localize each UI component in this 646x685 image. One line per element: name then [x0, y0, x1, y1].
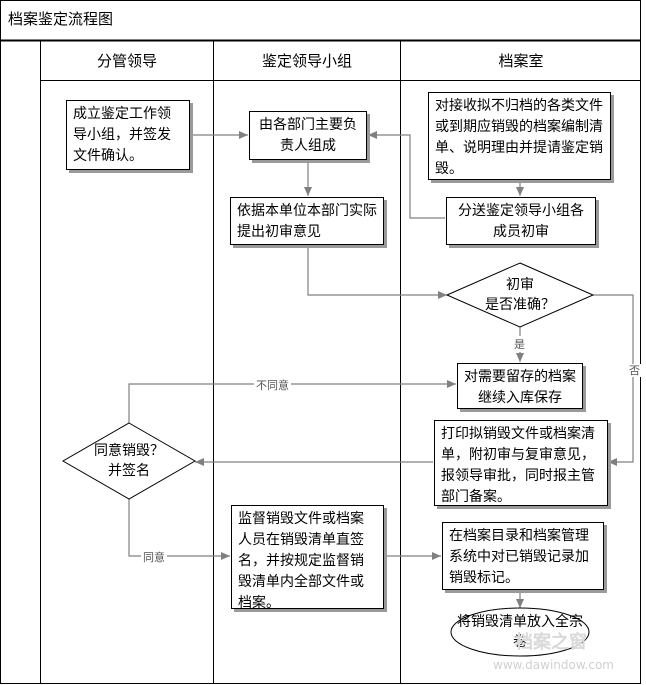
watermark-brand: 档案之窗	[515, 632, 587, 653]
decision-approve-destroy-shape	[61, 422, 197, 500]
edge-n5-n2	[368, 131, 445, 219]
edge-d2-n6-disagree	[128, 380, 456, 423]
step-compile-list: 对接收拟不归档的各类文件或到期应销毁的档案编制清单、说明理由并提请鉴定销毁。	[428, 92, 611, 180]
lane-header-appraisal-group: 鉴定领导小组	[261, 52, 352, 70]
terminal-shape	[450, 607, 590, 657]
decision-approve-destroy-line1: 同意销毁？	[94, 443, 164, 459]
step-dept-heads: 由各部门主要负责人组成	[249, 111, 367, 160]
decision-initial-review-line2: 是否准确？	[485, 297, 555, 313]
decision-initial-review-line1: 初审	[506, 277, 534, 293]
step-print-list: 打印拟销毁文件或档案清单，附初审与复审意见，报领导审批，同时报主管部门备案。	[434, 420, 608, 506]
terminal-put-in-file: 将销毁清单放入全宗卷	[457, 614, 583, 650]
step-form-group: 成立鉴定工作领导小组，并签发文件确认。	[66, 100, 190, 170]
edge-d2-n8-agree	[128, 498, 230, 560]
step-distribute-review: 分送鉴定领导小组各成员初审	[446, 197, 596, 245]
decision-approve-destroy-line2: 并签名	[108, 463, 150, 479]
step-supervise-destroy: 监督销毁文件或档案人员在销毁清单直签名，并按规定监督销毁清单内全部文件或档案。	[231, 505, 384, 611]
decision-approve-destroy: 同意销毁？ 并签名	[79, 441, 179, 481]
label-no: 否	[627, 364, 643, 377]
decision-initial-review-shape	[445, 262, 595, 328]
step-keep-archive: 对需要留存的档案继续入库保存	[457, 363, 583, 409]
label-yes: 是	[512, 336, 527, 352]
step-initial-opinion: 依据本单位本部门实际提出初审意见	[230, 197, 384, 245]
lane-header-archives-room: 档案室	[498, 52, 544, 70]
step-mark-destroyed: 在档案目录和档案管理系统中对已销毁记录加销毁标记。	[442, 522, 604, 590]
connectors	[128, 131, 634, 608]
label-agree: 同意	[141, 549, 167, 565]
edge-d1-n7-no	[593, 294, 634, 466]
edge-n4-d1	[307, 245, 447, 299]
label-disagree: 不同意	[254, 377, 291, 393]
lane-header-supervisor: 分管领导	[96, 52, 157, 70]
page-title: 档案鉴定流程图	[8, 10, 114, 28]
decision-initial-review: 初审 是否准确？	[470, 275, 570, 315]
watermark-url: www.dawindow.com	[493, 658, 614, 672]
